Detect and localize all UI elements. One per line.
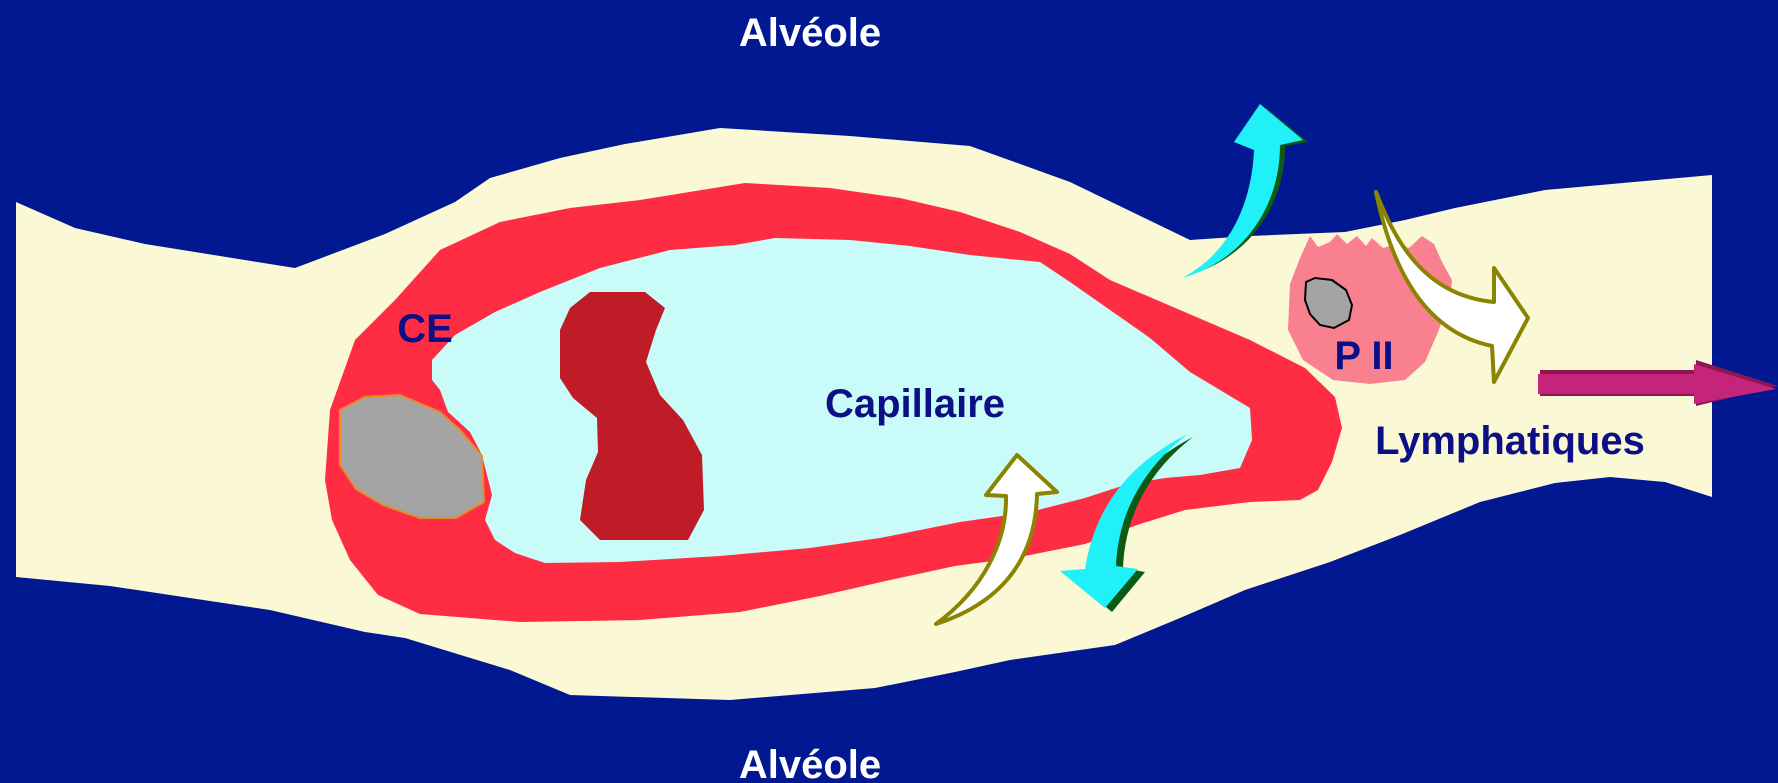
label-lymphatics: Lymphatiques [1375, 419, 1645, 463]
label-capillary: Capillaire [825, 382, 1005, 426]
label-alveole-top: Alvéole [739, 11, 881, 55]
label-endothelial-cell: CE [397, 307, 453, 351]
label-alveole-bottom: Alvéole [739, 743, 881, 783]
label-pneumocyte: P II [1334, 334, 1393, 378]
